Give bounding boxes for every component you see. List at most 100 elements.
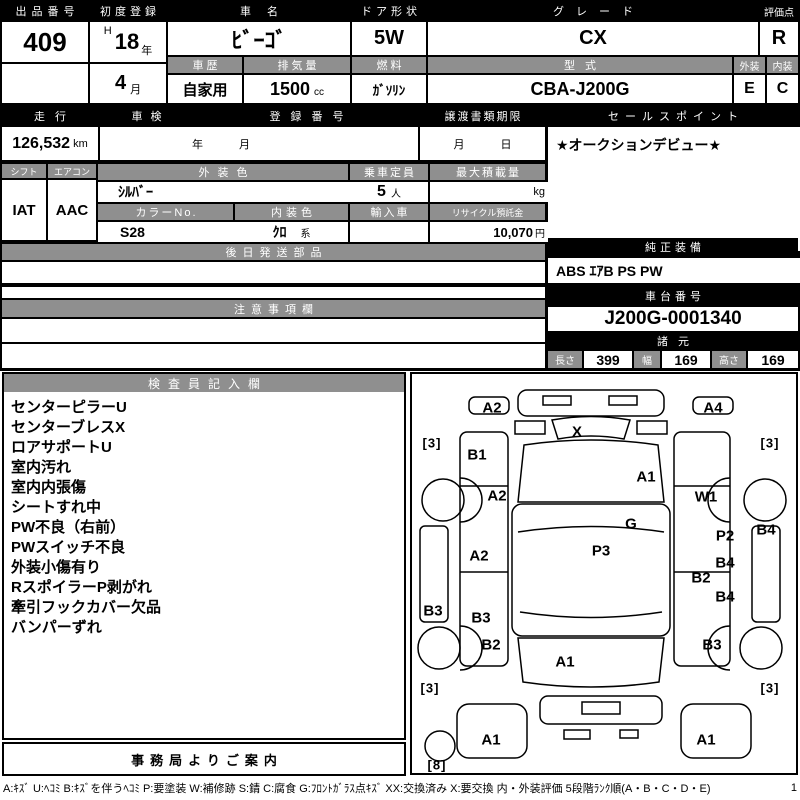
import-header: 輸入車: [350, 204, 428, 220]
registration-no-header: 登録番号: [195, 107, 418, 125]
capacity-header: 乗車定員: [350, 164, 428, 180]
damage-marker: [3]: [420, 680, 440, 696]
car-history-header: 車歴: [168, 57, 242, 73]
first-registration-header: 初度登録: [90, 2, 166, 20]
aircon-value: AAC: [48, 180, 96, 240]
grade-value: CX: [428, 22, 758, 55]
damage-marker: A4: [703, 399, 723, 417]
damage-marker: B2: [691, 569, 711, 587]
spec-width-value: 169: [662, 351, 710, 368]
aircon-header: エアコン: [48, 164, 96, 178]
inspector-note: RスポイラーP剥がれ: [11, 579, 152, 596]
damage-marker: [8]: [427, 757, 447, 773]
damage-marker: [3]: [422, 435, 442, 451]
caution-value-2: [2, 344, 545, 368]
later-parts-value: [2, 262, 545, 283]
damage-marker: A1: [481, 731, 501, 749]
damage-marker: A2: [482, 399, 502, 417]
displacement-number: 1500: [269, 78, 311, 99]
spec-length-label: 長さ: [548, 351, 582, 368]
deadline-day-unit: 日: [500, 138, 512, 151]
exhibit-no-empty-cell: [2, 64, 88, 103]
damage-marker: A2: [487, 487, 507, 505]
damage-marker: B4: [756, 521, 776, 539]
era-prefix: H: [103, 25, 112, 37]
damage-marker: G: [625, 515, 637, 533]
damage-marker: [3]: [760, 435, 780, 451]
inspector-note: 室内汚れ: [11, 459, 72, 476]
recycle-unit: 円: [535, 228, 545, 240]
equipment-header: 純正装備: [548, 238, 798, 256]
car-name-header: 車名: [168, 2, 350, 20]
recycle-amount: 10,070: [493, 224, 533, 240]
interior-color-name: ｸﾛ: [272, 224, 287, 240]
inspector-note: ロアサポートU: [11, 439, 112, 456]
reg-year: 18: [114, 29, 140, 54]
inspection-expiry-header: 車検: [100, 107, 193, 125]
year-unit: 年: [141, 45, 153, 57]
exterior-score-value: E: [734, 75, 765, 103]
chassis-no-value: J200G-0001340: [548, 307, 798, 331]
spec-height-value: 169: [748, 351, 798, 368]
sales-point-value: ★オークションデビュー★: [548, 127, 800, 251]
spec-length-value: 399: [584, 351, 632, 368]
damage-marker: B2: [481, 636, 501, 654]
first-registration-year: H 18 年: [90, 22, 166, 62]
displacement-header: 排気量: [244, 57, 350, 73]
mileage-header: 走行: [2, 107, 98, 125]
damage-marker: B4: [715, 588, 735, 606]
inspector-notes-header: 検査員記入欄: [4, 374, 404, 392]
caution-header: 注意事項欄: [2, 300, 545, 317]
model-code-header: 型式: [428, 57, 732, 73]
deadline-month-unit: 月: [453, 138, 465, 151]
max-load-header: 最大積載量: [430, 164, 545, 180]
damage-marker: B3: [702, 636, 722, 654]
exhibit-no-value: 409: [2, 22, 88, 62]
page-number: 1: [790, 782, 797, 794]
spec-header: 諸元: [548, 333, 798, 349]
shift-header: シフト: [2, 164, 46, 178]
later-parts-header: 後日発送部品: [2, 244, 545, 260]
caution-value: [2, 319, 545, 342]
damage-marker: A1: [636, 468, 656, 486]
recycle-deposit-value: 10,070 円: [430, 222, 553, 242]
car-history-value: 自家用: [168, 75, 242, 103]
damage-marker: W1: [694, 488, 718, 506]
capacity-number: 5: [377, 183, 386, 200]
grade-header: グレード: [428, 2, 758, 20]
caution-empty-strip: [2, 287, 545, 298]
damage-marker: B1: [467, 446, 487, 464]
max-load-value: kg: [430, 182, 557, 202]
inspector-notes: センターピラーU センターブレスX ロアサポートU 室内汚れ室内内張傷シートすれ中 PW…: [4, 392, 404, 644]
inspector-note: PWスイッチ不良: [11, 539, 126, 556]
reg-month: 4: [114, 72, 127, 94]
mileage-number: 126,532: [12, 134, 71, 152]
score-value: R: [760, 22, 798, 55]
info-grid: 出品番号 初度登録 車名 ドア形状 グレード 評価点 409 H 18 年 ﾋﾞ…: [0, 0, 800, 371]
sales-point-text: ★オークションデビュー★: [556, 137, 722, 153]
displacement-unit: cc: [314, 87, 325, 98]
exhibit-no-header: 出品番号: [2, 2, 88, 20]
interior-score-value: C: [767, 75, 798, 103]
mileage-unit: km: [73, 137, 88, 150]
inspection-month-unit: 月: [239, 138, 250, 151]
exterior-color-value: ｼﾙﾊﾞｰ: [98, 182, 368, 202]
damage-marker: P3: [591, 542, 611, 560]
spec-width-label: 幅: [634, 351, 660, 368]
import-value: [350, 222, 428, 242]
office-info-header: 事務局よりご案内: [2, 742, 406, 776]
transfer-deadline-value: 月 日: [420, 127, 545, 160]
inspector-note: 室内内張傷: [11, 479, 87, 496]
exterior-color-header: 外装色: [98, 164, 348, 180]
model-code-value: CBA-J200G: [428, 75, 732, 103]
inspector-note: センターピラーU: [11, 399, 127, 416]
interior-color-suffix: 系: [300, 228, 311, 240]
car-name-value: ﾋﾞｰｺﾞ: [168, 22, 350, 55]
inspector-note: シートすれ中: [11, 499, 102, 516]
damage-marker: B3: [471, 609, 491, 627]
damage-marker: [3]: [760, 680, 780, 696]
inspector-note: センターブレスX: [11, 419, 126, 436]
displacement-value: 1500 cc: [244, 75, 350, 103]
